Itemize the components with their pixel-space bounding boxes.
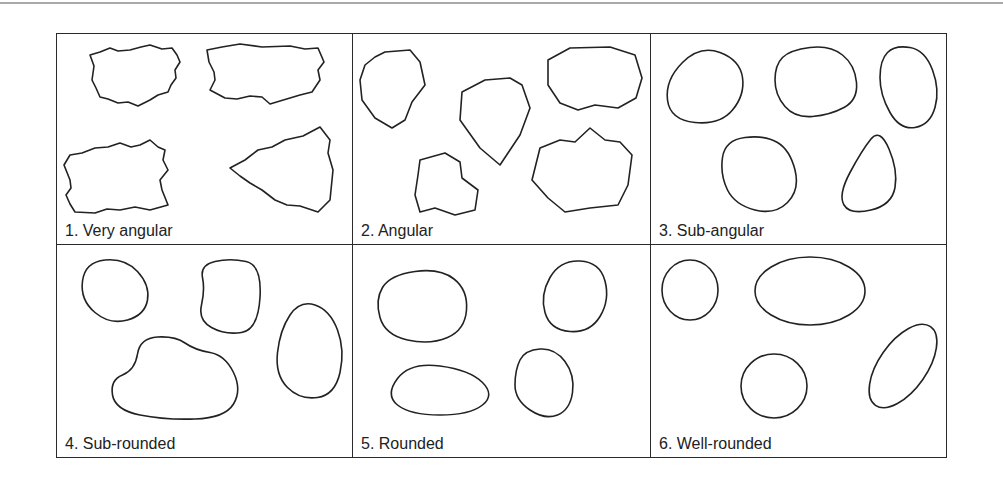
well-rounded-grain <box>755 257 865 325</box>
rounded-grain <box>543 261 606 332</box>
roundness-panel: 6. Well-rounded <box>650 244 947 458</box>
panel-label: 3. Sub-angular <box>657 222 766 240</box>
panel-label: 2. Angular <box>359 222 435 240</box>
well-rounded-grain <box>741 354 807 418</box>
angular-grain <box>360 50 425 128</box>
angular-grain <box>548 47 642 110</box>
rounded-grain <box>378 271 467 342</box>
sub-angular-grain <box>722 137 797 212</box>
roundness-panel: 2. Angular <box>352 33 651 245</box>
angular-grain <box>460 78 530 165</box>
sub-rounded-grain <box>112 337 238 419</box>
sub-rounded-grain <box>277 304 342 398</box>
panel-label: 4. Sub-rounded <box>63 435 177 453</box>
roundness-panel: 4. Sub-rounded <box>56 244 353 458</box>
sub-angular-grain <box>880 47 937 128</box>
panel-label: 6. Well-rounded <box>657 435 774 453</box>
grain-outlines <box>64 44 950 419</box>
rounded-grain <box>515 349 573 417</box>
very-angular-grain <box>207 44 324 104</box>
panel-label: 1. Very angular <box>63 222 175 240</box>
well-rounded-grain <box>662 260 718 320</box>
sub-rounded-grain <box>82 260 148 322</box>
rounded-grain <box>391 365 489 415</box>
very-angular-grain <box>64 140 168 213</box>
roundness-panel: 1. Very angular <box>56 33 353 245</box>
roundness-panel: 3. Sub-angular <box>650 33 947 245</box>
panel-label: 5. Rounded <box>359 435 446 453</box>
very-angular-grain <box>90 45 180 106</box>
sub-angular-grain <box>667 50 743 123</box>
angular-grain <box>532 128 632 212</box>
very-angular-grain <box>230 127 333 212</box>
angular-grain <box>415 153 478 215</box>
sub-angular-grain <box>775 47 857 117</box>
sub-rounded-grain <box>201 260 260 333</box>
sub-angular-grain <box>842 135 896 211</box>
well-rounded-grain <box>856 313 950 419</box>
scan-edge-line <box>0 3 1003 4</box>
roundness-panel: 5. Rounded <box>352 244 651 458</box>
